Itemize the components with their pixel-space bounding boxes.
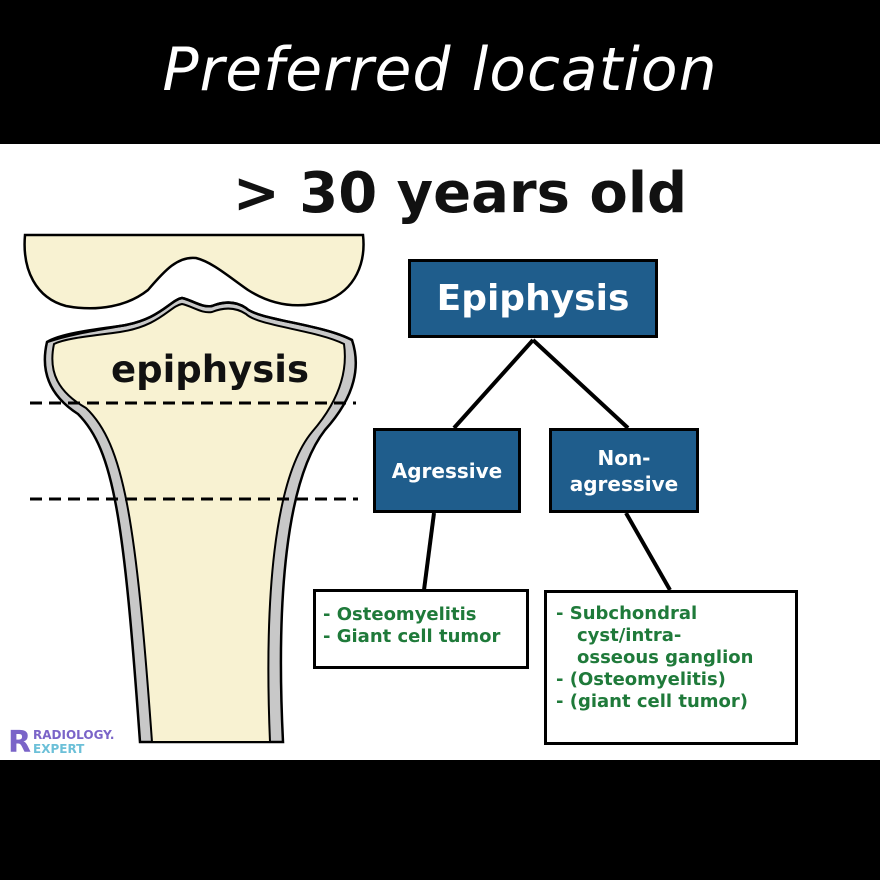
radiology-expert-logo: R RADIOLOGY. EXPERT [8, 727, 138, 759]
epiphysis-root-box: Epiphysis [408, 259, 658, 338]
list-item: - (giant cell tumor) [556, 691, 748, 712]
non-agressive-label: Non- agressive [569, 445, 679, 496]
connector-agr-list [422, 512, 436, 591]
femur-condyles [23, 233, 365, 310]
root-label: Epiphysis [436, 278, 630, 319]
agressive-list: - Osteomyelitis - Giant cell tumor [313, 589, 529, 669]
tibia-marrow [51, 302, 346, 743]
page-title: Preferred location [162, 35, 718, 105]
logo-line-1: RADIOLOGY. [33, 728, 115, 742]
list-item: cyst/intra- [577, 625, 682, 646]
list-item: - Giant cell tumor [323, 626, 501, 647]
agressive-label: Agressive [391, 458, 503, 483]
connector-root-right [531, 338, 630, 430]
non-agressive-list: - Subchondral cyst/intra- osseous gangli… [544, 590, 798, 745]
non-agressive-box: Non- agressive [549, 428, 699, 513]
tibia-plateau-line [46, 296, 353, 344]
list-item: - (Osteomyelitis) [556, 669, 726, 690]
list-item: osseous ganglion [577, 647, 754, 668]
logo-mark-icon: R [8, 725, 32, 760]
list-item: - Osteomyelitis [323, 604, 477, 625]
epiphysis-bone-label: epiphysis [111, 348, 309, 391]
list-item: - Subchondral [556, 603, 698, 624]
age-heading: > 30 years old [232, 161, 688, 226]
agressive-box: Agressive [373, 428, 521, 513]
connector-nonagr-list [624, 512, 672, 591]
connector-root-left [452, 338, 535, 430]
logo-line-2: EXPERT [33, 742, 85, 756]
